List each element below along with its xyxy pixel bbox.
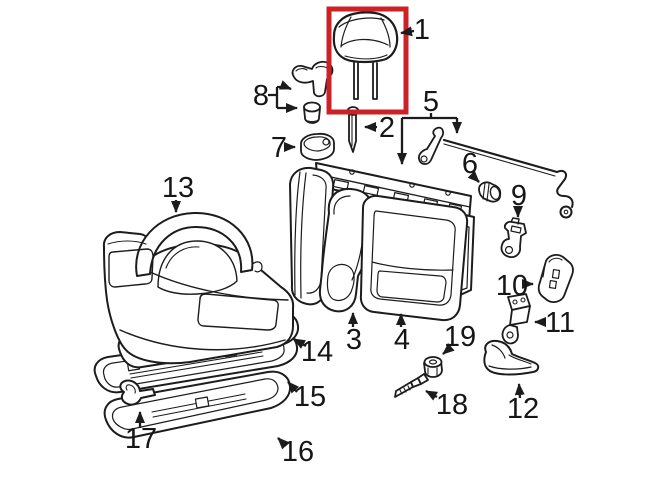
part-13-seat-cushion <box>102 211 295 365</box>
part-label-9: 9 <box>511 180 527 212</box>
part-8-latch-lever <box>291 60 334 98</box>
callout-11: 11 <box>534 307 575 339</box>
part-label-4: 4 <box>394 324 410 356</box>
part-label-7: 7 <box>271 132 287 164</box>
part-7-cover-cap <box>300 132 335 161</box>
part-label-17: 17 <box>125 423 157 455</box>
callout-10: 10 <box>496 270 534 302</box>
callout-5: 5 <box>397 86 462 165</box>
part-8-button <box>303 101 321 124</box>
callout-13: 13 <box>162 172 194 213</box>
callout-6: 6 <box>462 148 480 183</box>
part-10-bracket-cover <box>537 254 574 303</box>
callout-1: 1 <box>400 14 430 46</box>
callout-19: 19 <box>442 321 476 355</box>
callout-4: 4 <box>394 313 410 356</box>
part-label-1: 1 <box>414 14 430 46</box>
part-label-14: 14 <box>301 336 333 368</box>
part-4-backrest-cover-right <box>359 194 469 322</box>
part-label-2: 2 <box>379 112 395 144</box>
callout-12: 12 <box>507 383 539 425</box>
part-11-mount-bracket <box>501 293 531 345</box>
part-label-18: 18 <box>436 389 468 421</box>
callout-14: 14 <box>293 336 333 368</box>
part-label-16: 16 <box>282 436 314 468</box>
part-6-bushing <box>478 181 502 203</box>
callout-3: 3 <box>346 312 362 356</box>
part-label-10: 10 <box>496 270 528 302</box>
callout-18: 18 <box>425 389 468 421</box>
part-17-hook-clip <box>119 379 156 406</box>
part-label-11: 11 <box>545 307 575 339</box>
part-label-5: 5 <box>423 86 439 118</box>
callout-9: 9 <box>511 180 527 218</box>
callout-15: 15 <box>287 381 326 413</box>
part-3-backrest-cover-left <box>289 166 374 313</box>
part-label-19: 19 <box>444 321 476 353</box>
part-1-headrest <box>332 11 399 100</box>
part-label-13: 13 <box>162 172 194 204</box>
callout-16: 16 <box>277 436 314 468</box>
part-label-15: 15 <box>294 381 326 413</box>
part-label-8: 8 <box>253 80 269 112</box>
part-label-6: 6 <box>462 148 478 180</box>
part-18-bolt <box>394 373 429 398</box>
part-12-side-support <box>483 339 540 376</box>
callout-17: 17 <box>125 411 157 455</box>
highlight-box <box>326 6 409 115</box>
callout-2: 2 <box>364 112 395 144</box>
part-19-nut <box>423 356 443 378</box>
part-9-hinge-bracket <box>500 217 527 259</box>
callout-8: 8 <box>253 80 298 113</box>
part-label-3: 3 <box>346 324 362 356</box>
callout-7: 7 <box>271 132 296 164</box>
part-label-12: 12 <box>507 393 539 425</box>
part-5-torsion-rod <box>417 126 574 219</box>
